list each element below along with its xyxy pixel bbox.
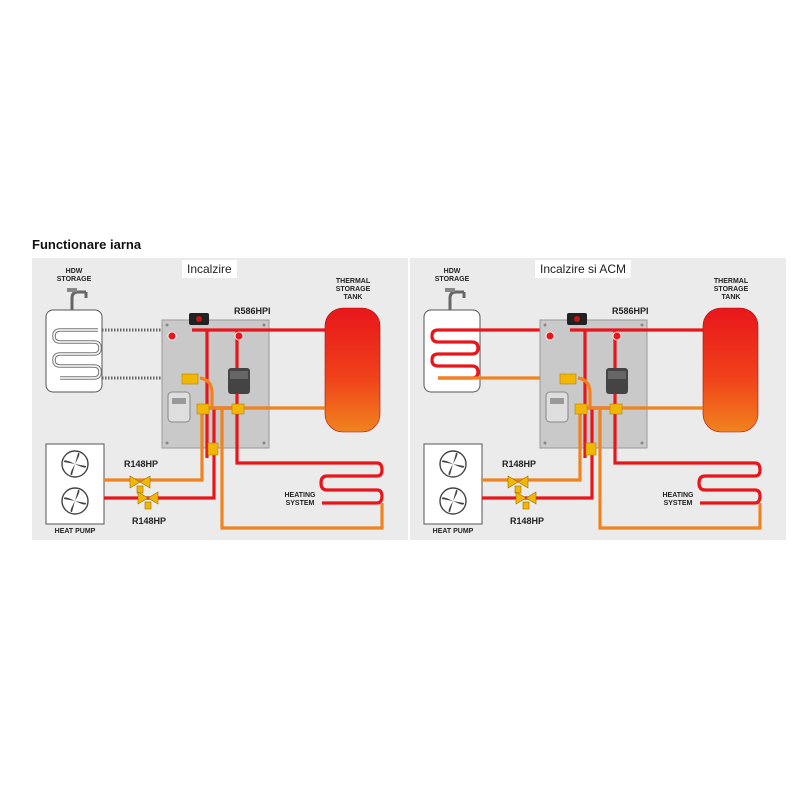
heat-pump-unit: [423, 443, 483, 525]
fan-icon: [439, 487, 467, 515]
fan-icon: [61, 487, 89, 515]
brass-fittings: [559, 373, 623, 456]
heat-pump-unit: [45, 443, 105, 525]
circulator-pump-icon: [545, 391, 569, 423]
fan-icon: [439, 450, 467, 478]
valve-actuator: [167, 313, 244, 341]
thermal-storage-tank: [324, 307, 381, 433]
schematic-heating: [45, 288, 384, 530]
three-way-valve-icon: [137, 491, 159, 510]
panel-title: Incalzire: [182, 260, 237, 278]
circulator-pump-icon: [228, 368, 250, 394]
thermal-storage-tank: [702, 307, 759, 433]
module-backplate: [161, 319, 270, 449]
three-way-valve-icon: [507, 475, 529, 494]
tap-icon: [445, 288, 466, 310]
page-heading: Functionare iarna: [32, 237, 142, 252]
thermal-storage-label: THERMAL STORAGE TANK: [713, 278, 749, 301]
circulator-pump-icon: [606, 368, 628, 394]
valve-model-label-bottom: R148HP: [510, 516, 545, 526]
hdw-coil-active: [430, 328, 480, 380]
hdw-storage-label: HDW STORAGE: [434, 268, 470, 283]
hdw-storage-tank: [423, 309, 481, 393]
valve-model-label-top: R148HP: [124, 459, 159, 469]
fan-icon: [61, 450, 89, 478]
diagram-panel-heating-dhw: Incalzire si ACM HDW STORAGE THERMAL STO…: [410, 258, 786, 540]
valve-actuator: [545, 313, 622, 341]
heating-system-label: HEATING SYSTEM: [284, 492, 316, 507]
brass-fittings: [181, 373, 245, 456]
three-way-valve-icon: [515, 491, 537, 510]
three-way-valve-icon: [129, 475, 151, 494]
heat-pump-label: HEAT PUMP: [54, 528, 96, 535]
diagram-panel-heating: Incalzire HDW STORAGE THERMAL STORAGE TA…: [32, 258, 408, 540]
tap-icon: [67, 288, 88, 310]
heat-pump-label: HEAT PUMP: [432, 528, 474, 535]
schematic-heating-dhw: [423, 288, 762, 530]
module-model-label: R586HPI: [612, 306, 649, 316]
panel-title: Incalzire si ACM: [535, 260, 632, 278]
valve-model-label-bottom: R148HP: [132, 516, 167, 526]
thermal-storage-label: THERMAL STORAGE TANK: [335, 278, 371, 301]
hdw-storage-label: HDW STORAGE: [56, 268, 92, 283]
heating-system-label: HEATING SYSTEM: [662, 492, 694, 507]
circulator-pump-icon: [167, 391, 191, 423]
module-model-label: R586HPI: [234, 306, 271, 316]
valve-model-label-top: R148HP: [502, 459, 537, 469]
